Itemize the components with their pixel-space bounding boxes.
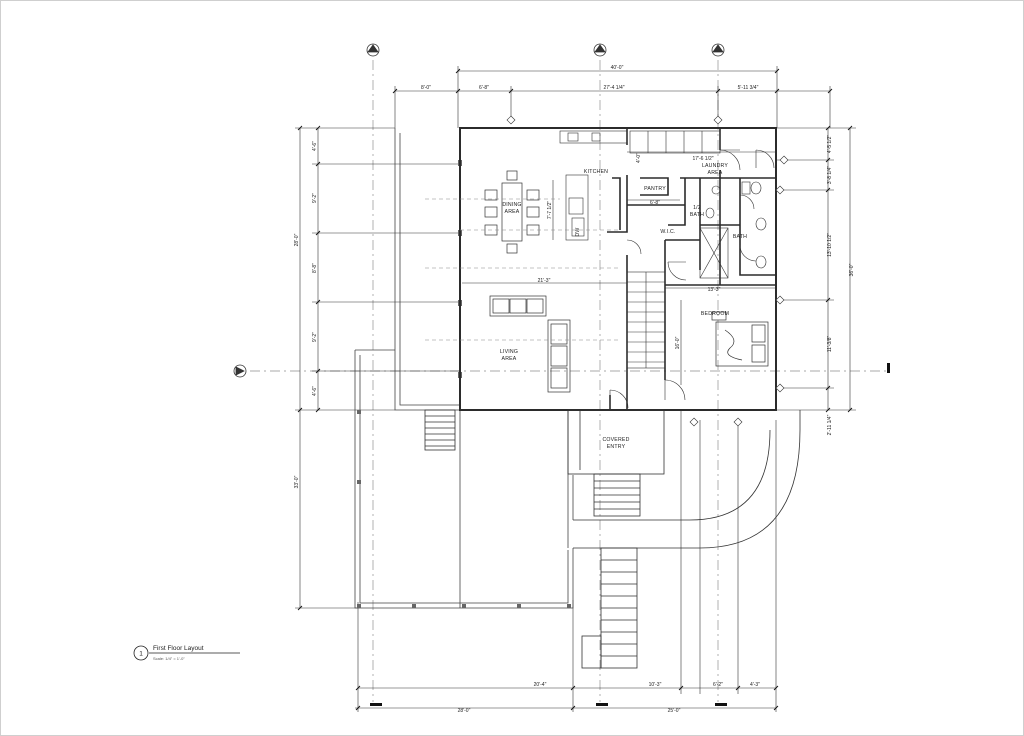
dim-int-f: 13'-3" <box>708 287 721 293</box>
dim-int-c: 6'-8" <box>650 200 660 206</box>
plumbing-fixtures <box>705 181 767 269</box>
dim-bottom-b: 10'-3" <box>649 682 662 688</box>
dim-right-a: 4'-5 1/2" <box>827 135 833 154</box>
dim-int-g: 16'-0" <box>675 336 681 349</box>
dim-right-f: 2'-11 1/4" <box>827 414 833 435</box>
room-label-living-1: LIVING <box>500 349 518 355</box>
drawing-scale: Scale: 1/4" = 1'-0" <box>153 656 185 661</box>
dim-int-a: 17'-6 1/2" <box>692 156 713 162</box>
drawing-number-icon <box>133 645 149 661</box>
appliance-label-dw: DW <box>575 227 581 236</box>
dim-top-d: 5'-11 3/4" <box>738 85 759 91</box>
dim-bottom-overall-b: 25'-0" <box>668 708 681 714</box>
dim-left-b: 9'-2" <box>312 193 318 203</box>
dim-top-c: 27'-4 1/4" <box>603 85 624 91</box>
dim-bottom-overall-a: 28'-0" <box>458 708 471 714</box>
title-block: 1 First Floor Layout Scale: 1/4" = 1'-0" <box>133 645 240 661</box>
covered-entry <box>424 409 801 669</box>
dim-top-overall: 40'-0" <box>611 65 624 71</box>
grid-bubble-icons <box>233 43 725 378</box>
bedroom-bed <box>711 311 769 367</box>
room-label-dining-2: AREA <box>505 209 520 215</box>
dim-right-d: 36'-0" <box>849 263 855 276</box>
dim-top-a: 8'-0" <box>421 85 431 91</box>
shower-stall <box>699 227 729 279</box>
room-label-bedroom: BEDROOM <box>701 311 729 317</box>
section-mark-icons <box>370 363 890 706</box>
dim-int-d: 7'-7 1/2" <box>547 201 553 220</box>
beam-lines <box>425 198 620 341</box>
dimension-lines <box>295 66 856 712</box>
living-furniture <box>489 295 571 393</box>
dim-left-f: 4'-6" <box>312 386 318 396</box>
dim-int-e: 21'-3" <box>538 278 551 284</box>
dim-right-e: 11'-3/8" <box>827 336 833 353</box>
door-swings <box>609 149 775 409</box>
room-label-pantry: PANTRY <box>644 186 666 192</box>
dim-left-g: 33'-0" <box>294 475 300 488</box>
elevation-marker-icons <box>506 115 789 427</box>
room-label-laundry-1: LAUNDRY <box>702 163 728 169</box>
room-label-dining-1: DINING <box>502 202 521 208</box>
kitchen-cabinets <box>559 130 721 241</box>
room-label-living-2: AREA <box>502 356 517 362</box>
dim-top-b: 6'-8" <box>479 85 489 91</box>
dim-bottom-a: 20'-4" <box>534 682 547 688</box>
drawing-number: 1 <box>139 651 143 658</box>
room-labels: KITCHEN DINING AREA PANTRY LAUNDRY AREA … <box>500 163 747 450</box>
dim-bottom-d: 4'-3" <box>750 682 760 688</box>
dim-int-b: 4'-0" <box>636 153 642 163</box>
dimension-labels: 40'-0" 8'-0" 6'-8" 27'-4 1/4" 5'-11 3/4"… <box>294 65 855 714</box>
room-label-kitchen: KITCHEN <box>584 169 608 175</box>
room-label-halfbath-2: BATH <box>690 212 704 218</box>
dim-left-d: 8'-8" <box>312 263 318 273</box>
room-label-halfbath-1: 1/2 <box>693 205 701 211</box>
exterior-walls <box>459 127 777 411</box>
room-label-entry-2: ENTRY <box>607 444 626 450</box>
dim-left-c: 28'-0" <box>294 233 300 246</box>
room-label-bath: BATH <box>733 234 747 240</box>
drawing-title: First Floor Layout <box>153 645 204 652</box>
dim-left-e: 9'-2" <box>312 332 318 342</box>
dim-right-b: 3'-8 1/4" <box>827 166 833 185</box>
room-label-wic: W.I.C. <box>660 229 675 235</box>
room-label-laundry-2: AREA <box>708 170 723 176</box>
room-label-entry-1: COVERED <box>602 437 629 443</box>
porch-deck <box>354 128 574 609</box>
dimension-ticks <box>297 68 853 711</box>
dim-left-a: 4'-6" <box>312 141 318 151</box>
dim-bottom-c: 6'-2" <box>713 682 723 688</box>
interior-stairs <box>626 271 666 369</box>
dim-right-c: 13'-10 1/2" <box>827 233 833 257</box>
